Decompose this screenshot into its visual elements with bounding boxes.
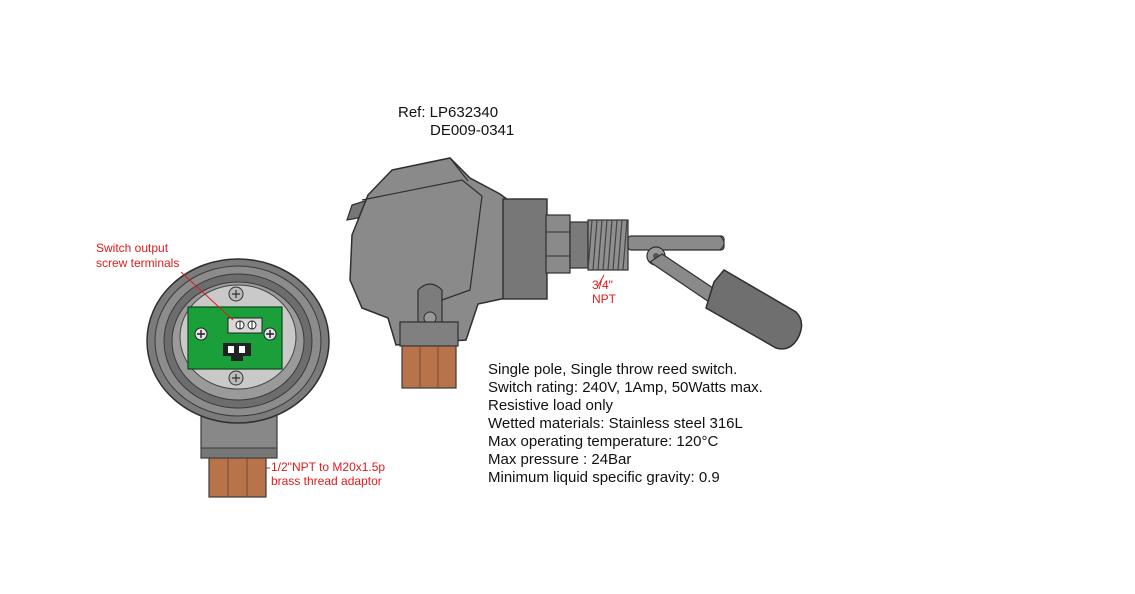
callout-thread-line2: NPT: [592, 292, 616, 306]
callout-terminals-line2: screw terminals: [96, 256, 180, 270]
callout-terminals-line1: Switch output: [96, 241, 169, 255]
top-view: [146, 258, 330, 498]
terminals-leader-line: [180, 271, 234, 321]
spec-line: Resistive load only: [488, 397, 614, 414]
spec-line: Minimum liquid specific gravity: 0.9: [488, 469, 720, 486]
spec-line: Wetted materials: Stainless steel 316L: [488, 415, 743, 432]
housing-collar: [502, 198, 548, 300]
reed-switch-connector: [223, 343, 251, 361]
spec-line: Switch rating: 240V, 1Amp, 50Watts max.: [488, 379, 763, 396]
brass-adaptor-side-view: [401, 345, 457, 389]
callout-adaptor-line2: brass thread adaptor: [271, 474, 382, 488]
ref-number: Ref: LP632340: [398, 104, 499, 121]
hex-fitting: [545, 214, 571, 274]
drawing-number: DE009-0341: [430, 122, 515, 139]
housing-head: [349, 157, 509, 346]
side-view: [346, 157, 803, 389]
spec-line: Max operating temperature: 120°C: [488, 433, 719, 450]
float-body: [705, 269, 803, 350]
npt-leader-line: [597, 274, 605, 287]
spec-line: Max pressure : 24Bar: [488, 451, 632, 468]
probe-stem: [627, 235, 725, 251]
spec-line: Single pole, Single throw reed switch.: [488, 361, 738, 378]
brass-adaptor-top-view: [208, 456, 267, 498]
screw-terminal-block: [227, 317, 263, 334]
callout-adaptor-line1: 1/2"NPT to M20x1.5p: [271, 460, 386, 474]
callout-thread-line1: 3/4": [592, 278, 613, 292]
